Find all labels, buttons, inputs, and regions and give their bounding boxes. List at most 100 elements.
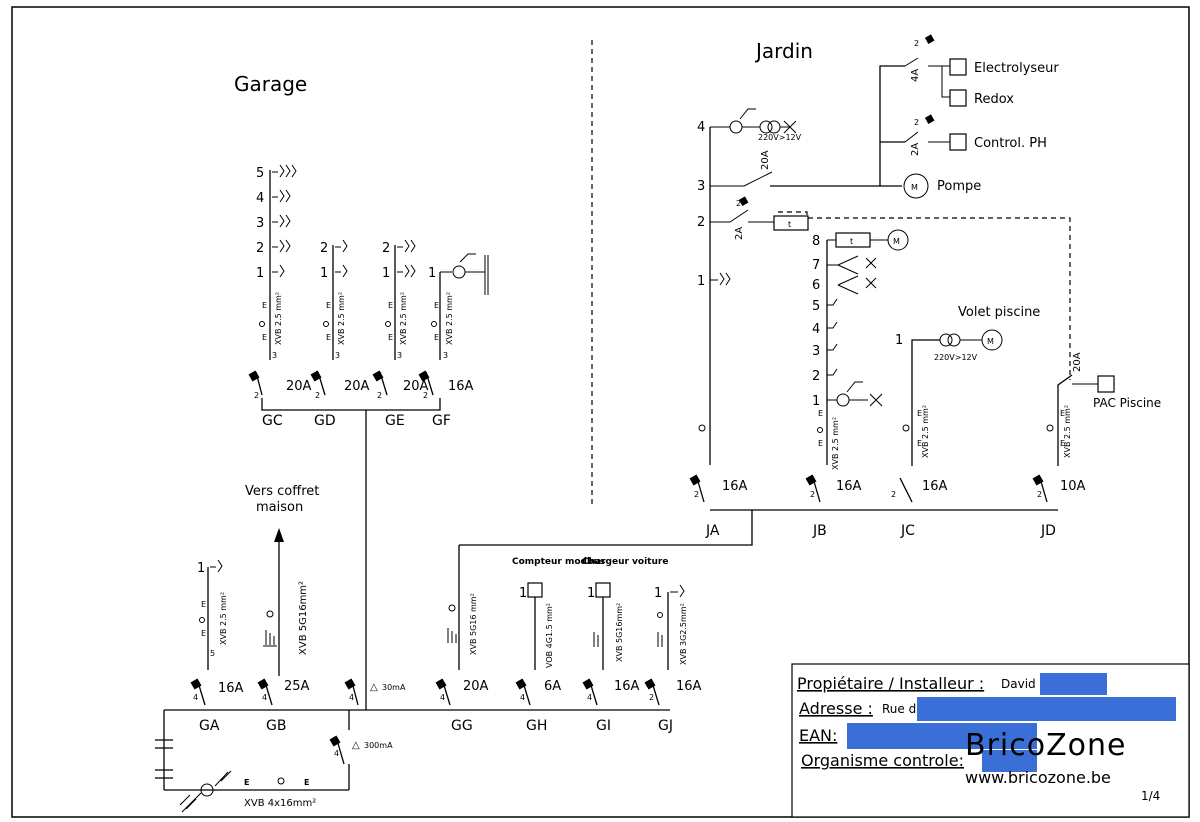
svg-text:2: 2 bbox=[377, 391, 382, 400]
cable-label: XVB 5G16mm² bbox=[615, 603, 624, 662]
svg-text:M: M bbox=[911, 183, 918, 192]
load-number: 3 bbox=[812, 344, 820, 359]
redaction-box bbox=[847, 723, 1037, 749]
cable-label: VOB 4G1.5 mm² bbox=[545, 603, 554, 668]
cable-label: XVB 5G16mm² bbox=[298, 581, 309, 655]
load-number: 4 bbox=[812, 322, 820, 337]
svg-text:4: 4 bbox=[520, 693, 525, 702]
cable-label: XVB 3G2.5mm² bbox=[679, 603, 688, 665]
ean-label: EAN: bbox=[799, 726, 837, 745]
circuit-gc: 20A 20A 2 GC XVB 2.5 mm² E E 3 5 4 3 2 1 bbox=[248, 164, 312, 429]
circuit-label: JD bbox=[1040, 523, 1056, 539]
svg-text:2: 2 bbox=[914, 118, 919, 127]
cable-label: XVB 2.5 mm² bbox=[831, 417, 840, 470]
svg-text:E: E bbox=[388, 333, 393, 342]
circuit-gh: Compteur modbus 1 4 6A GH VOB 4G1.5 mm² bbox=[512, 557, 605, 734]
watermark-url: www.bricozone.be bbox=[965, 768, 1111, 787]
cable-label: XVB 2.5 mm² bbox=[399, 292, 408, 345]
cable-label: XVB 2.5 mm² bbox=[274, 292, 283, 345]
breaker-rating: 20A bbox=[344, 379, 370, 394]
breaker-rating: 20A bbox=[1072, 352, 1083, 372]
motor-icon bbox=[981, 329, 1003, 351]
load-number: 7 bbox=[812, 258, 820, 273]
circuit-label: GJ bbox=[658, 718, 673, 734]
breaker-rating: 16A bbox=[922, 479, 948, 494]
device-label: Pompe bbox=[937, 179, 981, 194]
breaker-rating: 20A bbox=[760, 150, 771, 170]
svg-text:3: 3 bbox=[397, 351, 402, 360]
redaction-box bbox=[1040, 673, 1107, 695]
org-label: Organisme controle: bbox=[801, 751, 964, 770]
ph-controller-box bbox=[949, 133, 967, 151]
transfo-label: 220V>12V bbox=[934, 353, 978, 362]
load-number: 2 bbox=[697, 215, 705, 230]
svg-text:4: 4 bbox=[334, 749, 339, 758]
address-label: Adresse : bbox=[799, 699, 873, 718]
svg-text:E: E bbox=[917, 409, 922, 418]
load-number: 3 bbox=[256, 216, 264, 231]
breaker-rating: 2A bbox=[910, 143, 921, 156]
breaker-rating: 20A bbox=[286, 379, 312, 394]
breaker-rating: 16A bbox=[448, 379, 474, 394]
circuit-label: JB bbox=[812, 523, 827, 539]
transformer-icon bbox=[939, 333, 953, 347]
garage-busbar bbox=[261, 398, 441, 411]
load-number: 2 bbox=[256, 241, 264, 256]
svg-text:2: 2 bbox=[423, 391, 428, 400]
svg-text:E: E bbox=[326, 301, 331, 310]
lamp-icon bbox=[836, 393, 850, 407]
motor-icon bbox=[887, 229, 909, 251]
rcd-300ma: 4 △ 300mA bbox=[329, 710, 393, 790]
electrolyseur-box bbox=[949, 58, 967, 76]
load-number: 5 bbox=[256, 166, 264, 181]
svg-text:E: E bbox=[818, 439, 823, 448]
timer-box bbox=[773, 215, 809, 231]
svg-text:3: 3 bbox=[272, 351, 277, 360]
breaker-rating: 16A bbox=[722, 479, 748, 494]
transformer-icon bbox=[759, 120, 773, 134]
svg-text:2: 2 bbox=[736, 199, 741, 208]
circuit-label: GA bbox=[199, 718, 220, 734]
svg-text:3: 3 bbox=[335, 351, 340, 360]
circuit-ja: 2 16A JA 4 220V>12V 3 20A 2 2 2A bbox=[689, 108, 880, 539]
circuit-gd: 20A 2 GD XVB 2.5 mm² E E 3 2 1 bbox=[310, 239, 370, 429]
rcd-rating: 30mA bbox=[382, 683, 406, 692]
svg-text:E: E bbox=[388, 301, 393, 310]
svg-text:2: 2 bbox=[1037, 490, 1042, 499]
breaker-rating: 16A bbox=[218, 681, 244, 696]
load-number: 1 bbox=[197, 561, 205, 576]
cable-label: XVB 2.5 mm² bbox=[445, 292, 454, 345]
circuit-label: GB bbox=[266, 718, 286, 734]
feed-label-line2: maison bbox=[256, 500, 303, 515]
load-number: 6 bbox=[812, 278, 820, 293]
address-value: Rue d bbox=[882, 702, 916, 716]
circuit-jd: 20A PAC Piscine 2 10A JD XVB 2.5 mm² E E bbox=[1032, 352, 1161, 539]
earth-cable-label: XVB 4x16mm² bbox=[244, 798, 316, 809]
load-number: 1 bbox=[428, 266, 436, 281]
circuit-label: GF bbox=[432, 413, 451, 429]
earth-connection: E E XVB 4x16mm² bbox=[164, 770, 349, 813]
svg-text:E: E bbox=[434, 333, 439, 342]
cable-label: XVB 2.5 mm² bbox=[921, 405, 930, 458]
breaker-rating: 16A bbox=[614, 679, 640, 694]
lamp-icon bbox=[452, 265, 466, 279]
owner-value: David bbox=[1001, 677, 1036, 691]
svg-text:E: E bbox=[1060, 409, 1065, 418]
svg-text:△: △ bbox=[370, 682, 378, 693]
device-label: Control. PH bbox=[974, 136, 1047, 151]
breaker-rating: 20A bbox=[403, 379, 429, 394]
feed-to-house: Vers coffret maison bbox=[245, 484, 319, 676]
svg-text:E: E bbox=[1060, 439, 1065, 448]
svg-text:E: E bbox=[818, 409, 823, 418]
svg-text:5: 5 bbox=[210, 649, 215, 658]
rcd-30ma: 4 △ 30mA bbox=[344, 678, 406, 706]
svg-text:4: 4 bbox=[262, 693, 267, 702]
watermark-brand: BricoZone bbox=[965, 728, 1126, 763]
earth-electrode-icon bbox=[200, 783, 214, 797]
jardin-panel: 2 16A JA 4 220V>12V 3 20A 2 2 2A bbox=[689, 34, 1161, 539]
feed-label-line1: Vers coffret bbox=[245, 484, 319, 499]
rcd-rating: 300mA bbox=[364, 741, 393, 750]
load-number: 4 bbox=[256, 191, 264, 206]
circuit-gj: 1 2 16A GJ XVB 3G2.5mm² bbox=[644, 584, 702, 734]
